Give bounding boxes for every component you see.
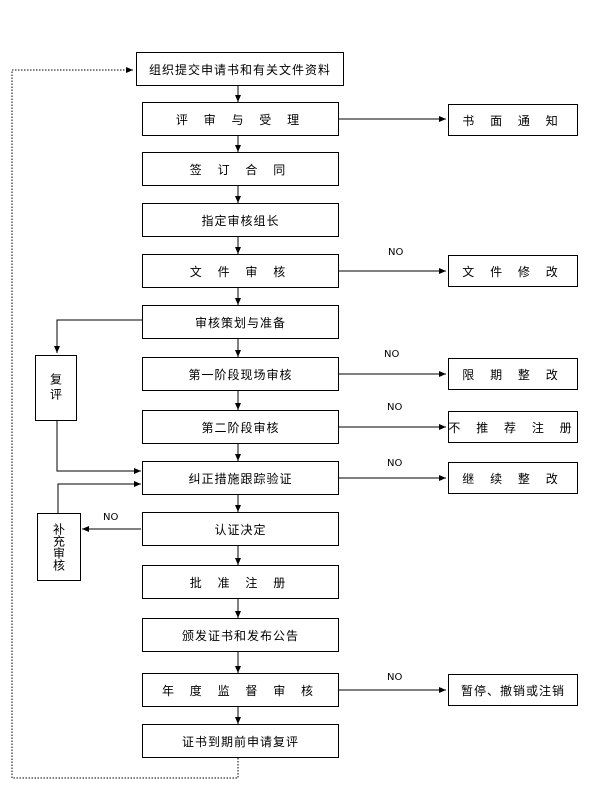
line-supplement-corrective [57, 481, 141, 513]
step-stage1-audit: 第一阶段现场审核 [142, 357, 339, 391]
line-planning-rereview [54, 319, 142, 353]
side-suspend-revoke: 暂停、撤销或注销 [448, 674, 578, 706]
no-label-decision: NO [103, 512, 119, 523]
no-label-stage1: NO [384, 349, 400, 360]
step-sign-contract: 签 订 合 同 [142, 152, 339, 186]
step-annual-surveillance: 年 度 监 督 审 核 [142, 673, 339, 707]
step-issue-certificate: 颁发证书和发布公告 [142, 618, 339, 652]
no-label-stage2: NO [387, 402, 403, 413]
no-label-corrective: NO [387, 458, 403, 469]
side-limited-rectification: 限 期 整 改 [448, 358, 578, 390]
step-corrective-verification: 纠正措施跟踪验证 [142, 461, 339, 495]
side-document-modify: 文 件 修 改 [448, 255, 578, 287]
side-not-recommend: 不 推 荐 注 册 [448, 411, 578, 443]
side-re-review: 复评 [35, 355, 77, 421]
side-supplementary-audit: 补充审核 [37, 513, 81, 581]
step-submit-application: 组织提交申请书和有关文件资料 [136, 52, 344, 86]
step-stage2-audit: 第二阶段审核 [142, 410, 339, 444]
step-document-review: 文 件 审 核 [142, 254, 339, 288]
no-label-annual: NO [387, 672, 403, 683]
line-rereview-corrective [56, 421, 141, 474]
step-assign-leader: 指定审核组长 [142, 203, 339, 237]
step-audit-planning: 审核策划与准备 [142, 305, 339, 339]
no-label-document: NO [388, 247, 404, 258]
step-review-accept: 评 审 与 受 理 [142, 102, 339, 136]
side-written-notice: 书 面 通 知 [448, 104, 578, 136]
step-certification-decision: 认证决定 [142, 512, 339, 546]
side-continue-rectification: 继 续 整 改 [448, 462, 578, 494]
step-renewal-application: 证书到期前申请复评 [142, 724, 339, 758]
line-renewal-loop [11, 67, 239, 779]
step-approve-registration: 批 准 注 册 [142, 565, 339, 599]
